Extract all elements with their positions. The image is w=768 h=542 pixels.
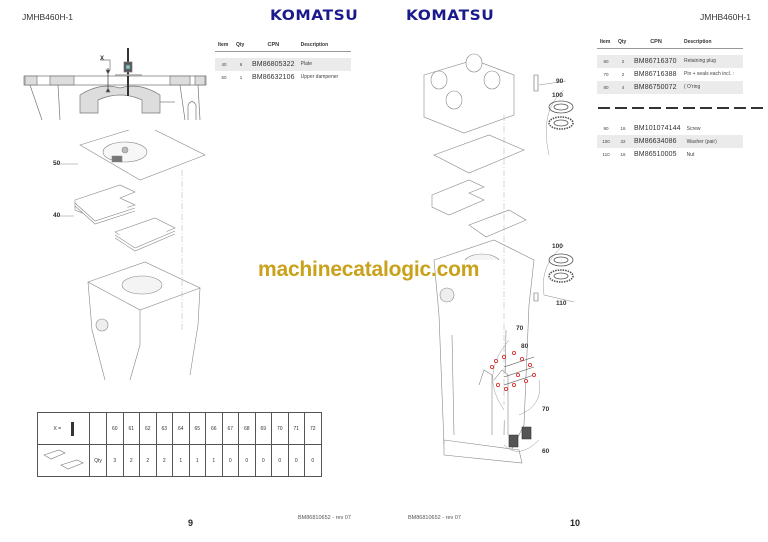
table-row: 60 2 BM86716370 Retaining plug	[597, 54, 743, 68]
left-page: JMHB460H-1 KOMATSU X Item Qty	[20, 8, 359, 528]
callout-100: 100	[552, 92, 563, 99]
callout-90: 90	[556, 78, 564, 85]
callout-70: 70	[516, 325, 524, 332]
shim-plates-icon	[37, 444, 90, 477]
cross-section-drawing	[20, 40, 210, 120]
table-row: 90 16 BM101074144 Screw	[603, 125, 701, 132]
table-row: 70 2 BM86716388 Pin + seals each incl. :	[603, 70, 734, 78]
parts-table-right-bottom: 90 16 BM101074144 Screw 100 32 BM8663408…	[597, 122, 743, 161]
table-row: 100 32 BM86634086 Washer (pair)	[597, 135, 743, 148]
washer-detail-drawing	[534, 85, 579, 165]
page-number: 10	[570, 518, 581, 528]
callout-50: 50	[53, 160, 61, 167]
col-item: Item	[597, 37, 615, 49]
komatsu-logo: KOMATSU	[406, 8, 495, 24]
dial-gauge-icon	[70, 421, 74, 436]
qty-values-row: Qty 3 2 2 2 1 1 1 0 0 0 0 0 0	[37, 444, 322, 477]
callout-40: 40	[53, 212, 61, 219]
col-qty: Qty	[615, 37, 631, 49]
x-measure-cell: X =	[37, 412, 90, 445]
callout-70-lower: 70	[542, 406, 550, 413]
right-page: KOMATSU JMHB460H-1	[384, 0, 768, 542]
x-values-row: X = 60 61 62 63 64 65 66 67 68 69 70 71 …	[37, 412, 322, 445]
model-code: JMHB460H-1	[22, 12, 74, 22]
table-row: 40 6 BM86805322 Plate	[215, 57, 351, 71]
komatsu-logo: KOMATSU	[270, 8, 359, 24]
exploded-plates-drawing	[30, 130, 230, 380]
footer-doc-code: BM86810652 - rev 07	[298, 515, 351, 521]
pin-oring-detail-drawing	[484, 335, 554, 465]
callout-80: 80	[521, 343, 529, 350]
table-row: 50 1 BM86632106 Upper dampener	[221, 73, 339, 81]
watermark: machinecatalogic.com	[258, 258, 480, 281]
col-description: Description	[297, 40, 351, 52]
col-cpn: CPN	[249, 40, 298, 52]
parts-table-left: Item Qty CPN Description 40 6 BM86805322…	[215, 40, 351, 84]
footer-doc-code: BM86810652 - rev 07	[408, 515, 461, 521]
callout-110: 110	[556, 300, 567, 307]
col-cpn: CPN	[631, 37, 681, 49]
callout-x: X	[100, 56, 105, 62]
model-code: JMHB460H-1	[700, 12, 752, 22]
shim-quantity-table: X = 60 61 62 63 64 65 66 67 68 69 70 71 …	[37, 412, 322, 477]
callout-60: 60	[542, 448, 550, 455]
col-qty: Qty	[233, 40, 249, 52]
col-item: Item	[215, 40, 233, 52]
table-separator-dashes	[598, 107, 763, 109]
parts-table-right-top: Item Qty CPN Description 60 2 BM86716370…	[597, 37, 743, 94]
washer-detail-drawing-lower	[534, 240, 579, 310]
table-row: 80 4 BM86750072 ( O'ring	[597, 80, 743, 94]
page-number: 9	[188, 518, 194, 528]
x-label: X =	[53, 425, 62, 432]
col-description: Description	[681, 37, 743, 49]
table-row: 110 16 BM86510005 Nut	[602, 151, 695, 158]
hammer-assembly-drawing	[414, 45, 584, 465]
callout-100-lower: 100	[552, 243, 563, 250]
